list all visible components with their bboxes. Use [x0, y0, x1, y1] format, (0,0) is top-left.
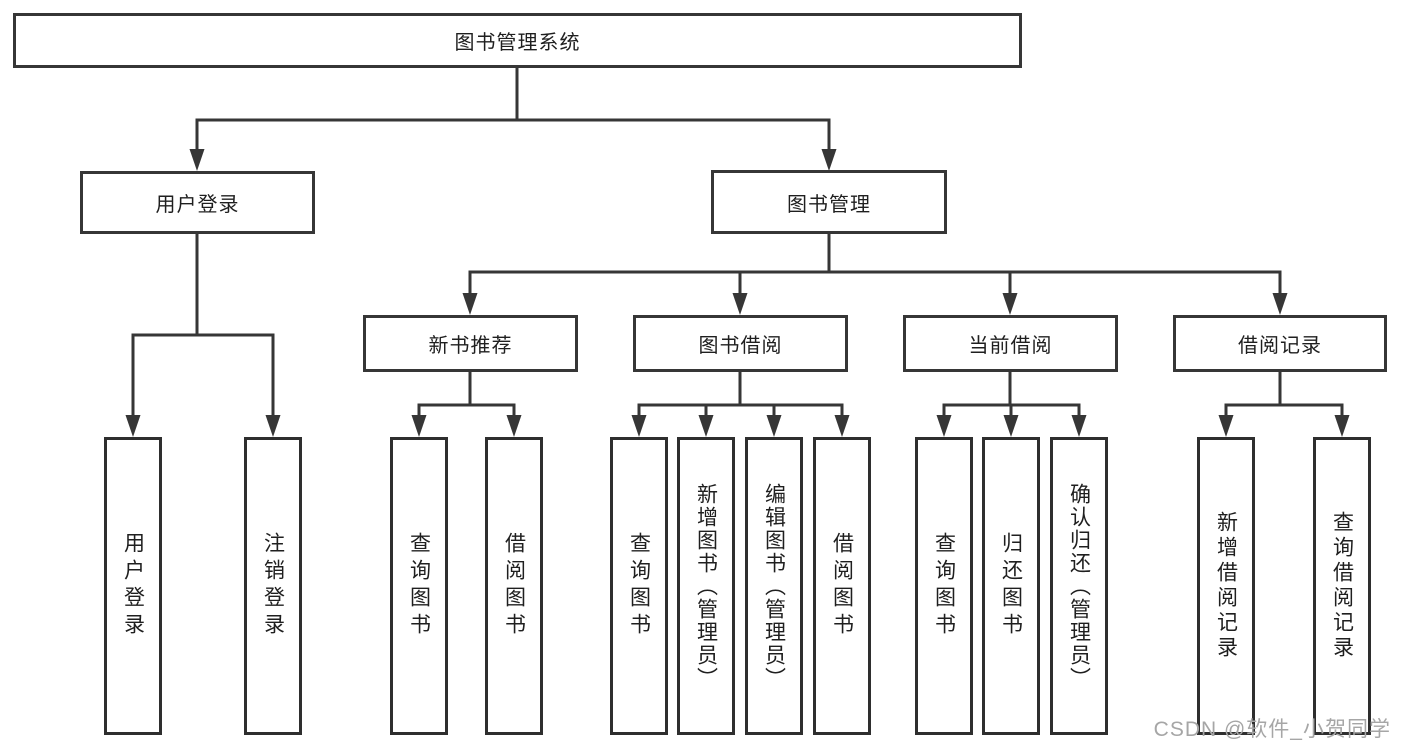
node-root-system: 图书管理系统 [13, 13, 1022, 68]
node-book-borrowing-label: 图书借阅 [698, 335, 783, 357]
node-borrowing-records: 借阅记录 [1173, 315, 1387, 372]
leaf-user-login-label: 用户登录 [121, 532, 145, 640]
connector-newbook-to-leaves [417, 372, 516, 417]
leaf-query-books-borrowing: 查询图书 [610, 437, 668, 735]
connector-records-to-leaves [1224, 372, 1344, 417]
arrowhead [631, 415, 647, 437]
node-book-management: 图书管理 [711, 170, 947, 234]
leaf-borrow-books-recommend-label: 借阅图书 [502, 532, 526, 640]
leaf-query-books-current: 查询图书 [915, 437, 973, 735]
arrowhead [936, 415, 952, 437]
leaf-query-books-recommend: 查询图书 [390, 437, 448, 735]
arrowhead [766, 415, 782, 437]
arrowhead [125, 415, 141, 437]
arrowhead [698, 415, 714, 437]
node-user-login: 用户登录 [80, 171, 315, 234]
leaf-add-books-admin-label: 新增图书（管理员） [694, 482, 718, 690]
arrowhead [1071, 415, 1087, 437]
leaf-return-books-label: 归还图书 [999, 532, 1023, 640]
arrowhead [1218, 415, 1234, 437]
arrowhead [506, 415, 522, 437]
leaf-add-borrow-record: 新增借阅记录 [1197, 437, 1255, 735]
leaf-borrow-books-recommend: 借阅图书 [485, 437, 543, 735]
connector-root-to-level2 [195, 68, 831, 150]
leaf-confirm-return-admin-label: 确认归还（管理员） [1067, 482, 1091, 690]
arrowhead [411, 415, 427, 437]
csdn-watermark: CSDN @软件_小贺同学 [1153, 718, 1391, 741]
node-current-borrowing-label: 当前借阅 [968, 335, 1053, 357]
connector-current-to-leaves [942, 372, 1081, 417]
arrowhead [821, 149, 837, 171]
leaf-query-books-borrowing-label: 查询图书 [627, 532, 651, 640]
leaf-add-borrow-record-label: 新增借阅记录 [1214, 511, 1238, 661]
leaf-borrow-books-borrowing: 借阅图书 [813, 437, 871, 735]
arrowhead [1272, 293, 1288, 315]
connector-userlogin-to-leaves [131, 234, 275, 417]
node-new-book-recommend: 新书推荐 [363, 315, 578, 372]
connector-borrowing-to-leaves [637, 372, 844, 417]
leaf-query-books-recommend-label: 查询图书 [407, 532, 431, 640]
leaf-confirm-return-admin: 确认归还（管理员） [1050, 437, 1108, 735]
node-book-management-label: 图书管理 [787, 193, 871, 216]
leaf-return-books: 归还图书 [982, 437, 1040, 735]
leaf-query-borrow-record: 查询借阅记录 [1313, 437, 1371, 735]
arrowhead [1003, 415, 1019, 437]
node-user-login-label: 用户登录 [155, 194, 240, 216]
node-current-borrowing: 当前借阅 [903, 315, 1118, 372]
arrowhead [189, 149, 205, 171]
node-root-system-label: 图书管理系统 [454, 32, 581, 54]
connector-bookmgmt-to-level3 [468, 234, 1282, 296]
arrowhead [1334, 415, 1350, 437]
arrowhead [265, 415, 281, 437]
leaf-query-books-current-label: 查询图书 [932, 532, 956, 640]
leaf-edit-books-admin: 编辑图书（管理员） [745, 437, 803, 735]
leaf-logout: 注销登录 [244, 437, 302, 735]
leaf-add-books-admin: 新增图书（管理员） [677, 437, 735, 735]
node-borrowing-records-label: 借阅记录 [1238, 335, 1322, 357]
leaf-logout-label: 注销登录 [261, 532, 285, 640]
node-book-borrowing: 图书借阅 [633, 315, 848, 372]
arrowhead [834, 415, 850, 437]
leaf-user-login: 用户登录 [104, 437, 162, 735]
node-new-book-recommend-label: 新书推荐 [428, 335, 513, 357]
leaf-edit-books-admin-label: 编辑图书（管理员） [762, 482, 786, 690]
leaf-borrow-books-borrowing-label: 借阅图书 [830, 532, 854, 640]
leaf-query-borrow-record-label: 查询借阅记录 [1330, 511, 1354, 661]
arrowhead [732, 293, 748, 315]
arrowhead [1002, 293, 1018, 315]
arrowhead [462, 293, 478, 315]
